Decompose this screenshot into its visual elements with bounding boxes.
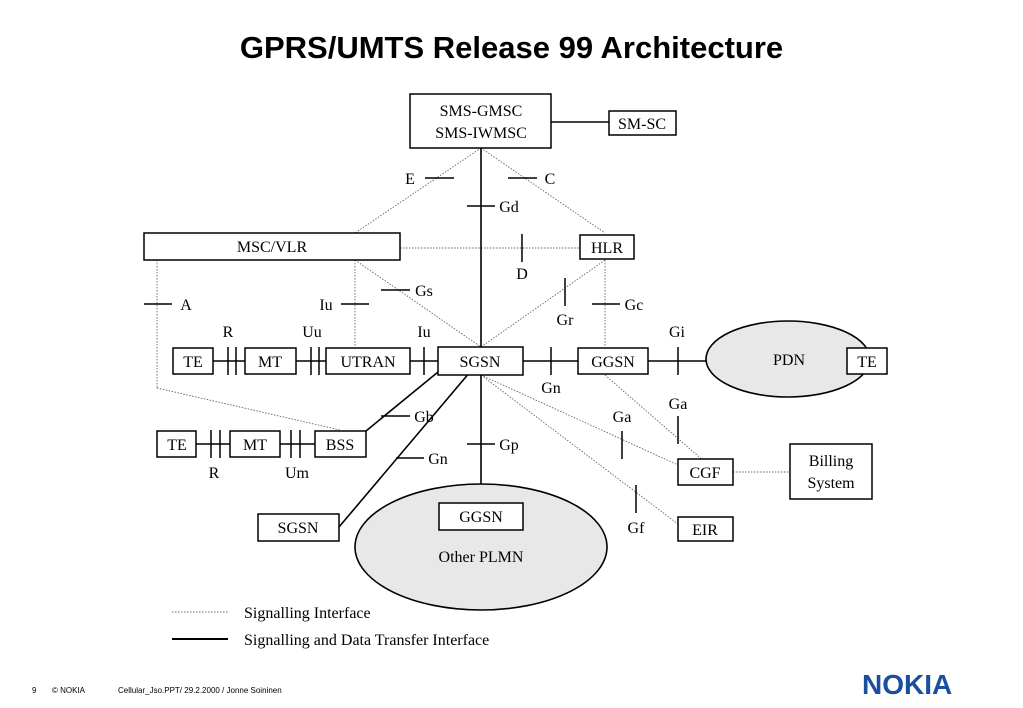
te1-box (172, 347, 214, 375)
interface-r1-label: R (223, 324, 234, 341)
interface-gr-label: Gr (557, 312, 575, 329)
te2-box (156, 430, 197, 458)
interface-gd-label: Gd (499, 199, 519, 216)
eir-box (677, 516, 734, 542)
footer-file-info: Cellular_Jso.PPT/ 29.2.2000 / Jonne Soin… (118, 686, 282, 695)
interface-e-label: E (405, 171, 415, 188)
billing-system-box (789, 443, 873, 500)
signalling-lines (156, 147, 790, 613)
interface-gi-label: Gi (669, 324, 686, 341)
legend: Signalling Interface Signalling and Data… (244, 605, 489, 649)
te-pdn-box (846, 347, 888, 375)
ggsn-other-box (438, 502, 524, 531)
interface-gs-label: Gs (415, 283, 433, 300)
msc-vlr-label: MSC/VLR (237, 239, 308, 256)
interface-a-label: A (180, 297, 192, 314)
mt1-box (244, 347, 297, 375)
interface-c-label: C (545, 171, 556, 188)
bss-label: BSS (326, 437, 354, 454)
mt1-label: MT (258, 354, 282, 371)
hlr-label: HLR (591, 240, 623, 257)
bss-box (314, 430, 367, 458)
te2-label: TE (167, 437, 187, 454)
msc-vlr-box (143, 232, 401, 261)
interface-labels: E C Gd D Gs A Iu Gr Gc R Uu Iu Gi Gn Ga … (180, 171, 687, 537)
interface-gf-label: Gf (628, 520, 646, 537)
cgf-label: CGF (689, 465, 720, 482)
interface-ga2-label: Ga (613, 409, 632, 426)
billing-label-line1: Billing (809, 453, 853, 470)
sms-gmsc-box (409, 93, 552, 149)
sm-sc-label: SM-SC (618, 116, 666, 133)
sgsn-label: SGSN (460, 354, 501, 371)
ggsn-label: GGSN (591, 354, 635, 371)
pdn-label: PDN (773, 352, 805, 369)
node-labels: SMS-GMSC SMS-IWMSC SM-SC MSC/VLR HLR TE … (167, 103, 877, 566)
sms-iwmsc-label: SMS-IWMSC (435, 125, 527, 142)
sgsn-box (437, 346, 524, 376)
interface-ga1-label: Ga (669, 396, 688, 413)
te1-label: TE (183, 354, 203, 371)
interface-um-label: Um (285, 465, 310, 482)
mt2-box (229, 430, 281, 458)
interface-iu-top-label: Iu (319, 297, 332, 314)
mt2-label: MT (243, 437, 267, 454)
interface-d-label: D (516, 266, 528, 283)
footer-copyright: © NOKIA (52, 686, 86, 695)
hlr-box (579, 234, 635, 260)
interface-gc-label: Gc (625, 297, 644, 314)
interface-ticks (144, 177, 679, 513)
other-plmn-label: Other PLMN (439, 549, 524, 566)
interface-iu-label: Iu (417, 324, 430, 341)
eir-label: EIR (692, 522, 718, 539)
interface-gn2-label: Gn (428, 451, 448, 468)
other-plmn-network (354, 483, 608, 611)
ggsn-other-label: GGSN (459, 509, 503, 526)
utran-box (325, 347, 411, 375)
sm-sc-box (608, 110, 677, 136)
sgsn-other-label: SGSN (278, 520, 319, 537)
legend-signalling-label: Signalling Interface (244, 605, 371, 622)
sgsn-other-box (257, 513, 340, 542)
interface-gp-label: Gp (499, 437, 519, 454)
utran-label: UTRAN (340, 354, 396, 371)
footer-page-number: 9 (32, 686, 37, 695)
interface-gn1-label: Gn (541, 380, 561, 397)
sms-gmsc-label: SMS-GMSC (440, 103, 523, 120)
billing-label-line2: System (807, 475, 855, 492)
cgf-box (677, 458, 734, 486)
te-pdn-label: TE (857, 354, 877, 371)
node-boxes (143, 93, 888, 542)
interface-r2-label: R (209, 465, 220, 482)
ggsn-box (577, 347, 649, 375)
interface-gb-label: Gb (414, 409, 434, 426)
interface-uu-label: Uu (302, 324, 322, 341)
nokia-logo: NOKIA (862, 669, 953, 700)
legend-signalling-data-label: Signalling and Data Transfer Interface (244, 632, 489, 649)
page-title: GPRS/UMTS Release 99 Architecture (239, 30, 784, 65)
